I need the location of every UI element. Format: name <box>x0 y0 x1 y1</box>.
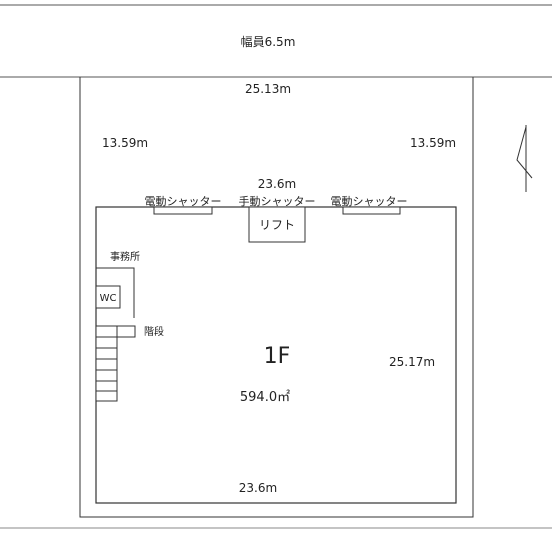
manual-shutter-label: 手動シャッター <box>239 194 316 208</box>
lift-box <box>248 206 306 243</box>
road-width-label: 幅員6.5m <box>241 34 296 49</box>
lift-label: リフト <box>259 218 295 232</box>
building-right-dimension: 25.17m <box>389 355 435 369</box>
electric-shutter-right <box>342 206 401 215</box>
site-right-dimension: 13.59m <box>410 136 456 150</box>
wc-label: WC <box>100 293 117 304</box>
stairs-label: 階段 <box>144 325 164 338</box>
electric-shutter-left-label: 電動シャッター <box>145 194 222 208</box>
site-boundary <box>79 77 474 518</box>
wc-box <box>95 285 121 309</box>
building-bottom-dimension: 23.6m <box>239 481 277 495</box>
floor-label: 1F <box>264 344 291 369</box>
floor-area: 594.0㎡ <box>240 390 290 405</box>
electric-shutter-left <box>153 206 213 215</box>
office-label: 事務所 <box>110 250 140 263</box>
stairs <box>95 325 136 402</box>
north-arrow-icon <box>516 125 533 192</box>
electric-shutter-right-label: 電動シャッター <box>331 194 408 208</box>
site-top-dimension: 25.13m <box>245 82 291 96</box>
building-top-dimension: 23.6m <box>258 177 296 191</box>
office-wall <box>96 267 135 318</box>
site-left-dimension: 13.59m <box>102 136 148 150</box>
